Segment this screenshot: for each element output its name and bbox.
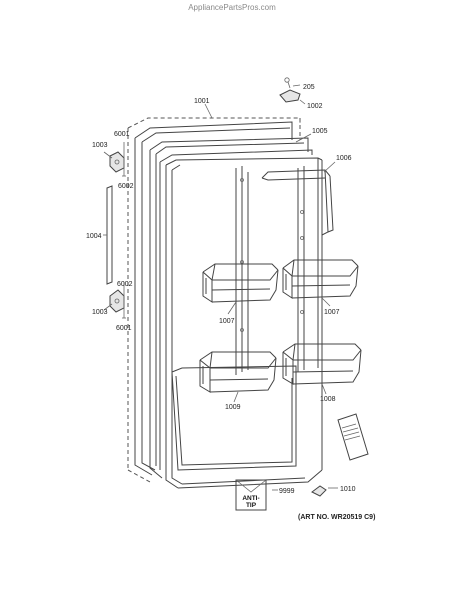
door-outline [127, 117, 301, 483]
door-bin-upper-right [282, 259, 359, 299]
label-1002: 1002 [307, 103, 323, 110]
door-bin-lower-left [199, 351, 277, 393]
anti-tip-line2: TIP [246, 502, 257, 509]
label-1007-left: 1007 [219, 318, 235, 325]
label-1006: 1006 [336, 155, 352, 162]
door-bin-upper-left [202, 263, 279, 303]
label-9999: 9999 [279, 488, 295, 495]
door-frame [134, 121, 323, 489]
label-205: 205 [303, 84, 315, 91]
hinge-cover-top [103, 142, 126, 177]
hinge-cover-bottom [103, 282, 126, 319]
label-1008: 1008 [320, 396, 336, 403]
door-handle [103, 185, 113, 285]
art-number: (ART NO. WR20519 C9) [298, 514, 375, 521]
lower-panel [171, 365, 297, 471]
part-labels: 205 1001 1002 6001 1005 1003 1006 6002 1… [86, 84, 356, 495]
label-6002-bottom: 6002 [117, 281, 133, 288]
top-trim [261, 169, 334, 236]
label-6001-top: 6001 [114, 131, 130, 138]
top-hinge [279, 77, 306, 105]
label-1004: 1004 [86, 233, 102, 240]
leader-lines [204, 103, 338, 491]
label-1005: 1005 [312, 128, 328, 135]
label-6001-bottom: 6001 [116, 325, 132, 332]
clip-part [311, 485, 327, 497]
door-bin-lower-right [282, 343, 362, 385]
anti-tip-bag: ANTI- TIP [235, 479, 267, 511]
anti-tip-line1: ANTI- [242, 495, 259, 502]
label-1010: 1010 [340, 486, 356, 493]
watermark: AppliancePartsPros.com [188, 3, 276, 12]
manual-booklet [337, 413, 369, 461]
label-1007-right: 1007 [324, 309, 340, 316]
label-6002-top: 6002 [118, 183, 134, 190]
label-1009: 1009 [225, 404, 241, 411]
label-1001: 1001 [194, 98, 210, 105]
label-1003-top: 1003 [92, 142, 108, 149]
label-1003-bottom: 1003 [92, 309, 108, 316]
